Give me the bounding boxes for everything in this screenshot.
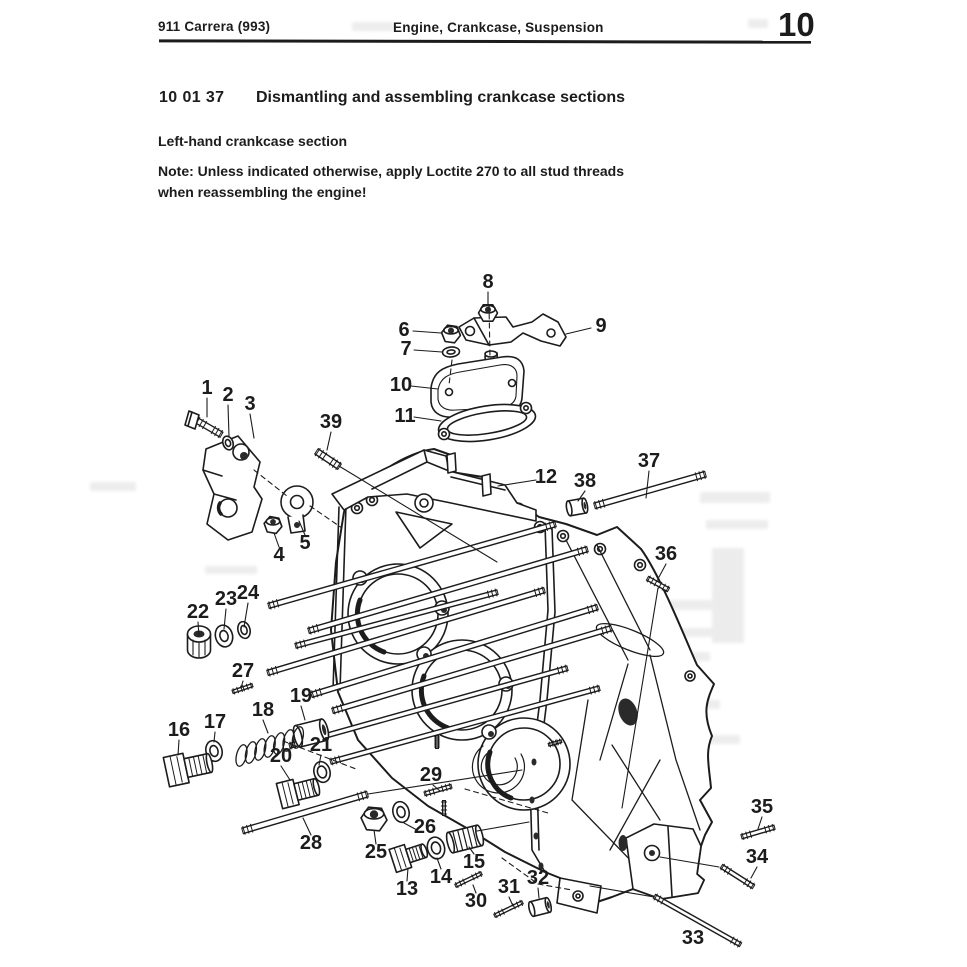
cover-10: [430, 350, 525, 418]
label-leaders: [177, 291, 763, 907]
header-chapter-number: 10: [778, 6, 815, 43]
diagram-heading: Left-hand crankcase section: [158, 133, 348, 149]
note-line-2: when reassembling the engine!: [158, 184, 367, 200]
carrier-bracket: [331, 449, 537, 549]
gasket-11: [437, 401, 537, 443]
bracket-3: [202, 435, 263, 541]
cylinder-opening-3: [471, 717, 571, 811]
note-line-1: Note: Unless indicated otherwise, apply …: [158, 163, 624, 179]
oil-gallery-hole: [618, 698, 638, 726]
dashed-lines: [253, 304, 573, 891]
stud-bolts: [194, 416, 776, 948]
alignment-lines: [338, 327, 720, 898]
stud-12-post: [481, 473, 492, 497]
engine-mount-lug: [618, 823, 705, 900]
header-section: Engine, Crankcase, Suspension: [393, 20, 604, 35]
bracket-9: [458, 313, 567, 347]
lower-lug: [556, 877, 602, 914]
small-parts: [162, 303, 589, 918]
bolt-1-head: [184, 410, 200, 430]
eyelet-5: [280, 485, 314, 534]
parting-face-holes: [529, 758, 544, 870]
repair-group-title: Dismantling and assembling crankcase sec…: [256, 89, 626, 106]
header-model: 911 Carrera (993): [158, 19, 271, 34]
repair-group-code: 10 01 37: [159, 89, 225, 106]
right-face-ribs: [565, 539, 701, 871]
carrier-post: [446, 452, 457, 474]
top-assembly: [184, 313, 567, 659]
